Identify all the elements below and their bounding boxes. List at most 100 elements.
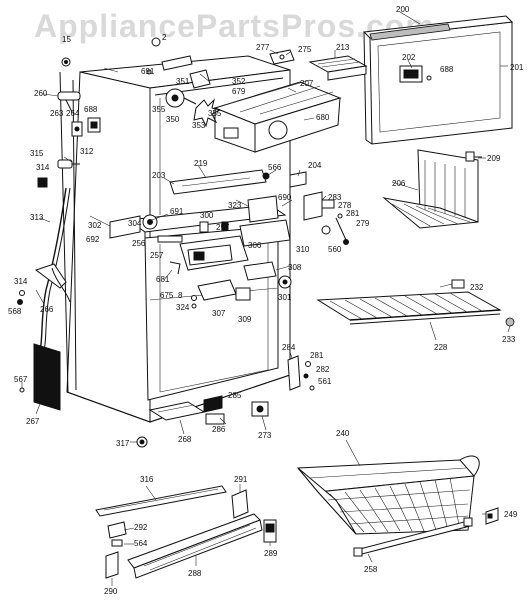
part-label-300: 300 (200, 211, 214, 220)
part-label-314-top: 314 (36, 163, 50, 172)
small-fasteners-top (61, 37, 161, 75)
part-label-201: 201 (510, 63, 524, 72)
part-label-691-top: 691 (141, 67, 155, 76)
part-label-278: 278 (338, 201, 352, 210)
part-label-692: 692 (86, 235, 100, 244)
leader-lines (21, 11, 511, 586)
part-label-675: 675 (160, 291, 174, 300)
part-label-263: 263 (50, 109, 64, 118)
part-number-labels: 200 201 202 688 209 213 275 277 2 15 691… (8, 5, 524, 596)
hinge-bracket-283 (303, 191, 349, 245)
part-label-350: 350 (166, 115, 180, 124)
freezer-door-201 (362, 15, 514, 145)
part-label-260: 260 (34, 89, 48, 98)
part-label-279: 279 (356, 219, 370, 228)
part-label-219: 219 (194, 159, 208, 168)
part-label-309: 309 (238, 315, 252, 324)
freezer-interior (149, 90, 161, 218)
part-label-257-b: 257 (150, 251, 164, 260)
part-label-560: 560 (328, 245, 342, 254)
part-label-213: 213 (336, 43, 350, 52)
part-label-323: 323 (228, 201, 242, 210)
part-label-355-a: 355 (152, 105, 166, 114)
part-label-281-b: 281 (310, 351, 324, 360)
part-label-207: 207 (300, 79, 314, 88)
part-label-258: 258 (364, 565, 378, 574)
part-label-353: 353 (192, 121, 206, 130)
small-bottom-parts (105, 489, 277, 579)
part-label-302: 302 (88, 221, 102, 230)
part-label-568: 568 (8, 307, 22, 316)
part-label-273: 273 (258, 431, 272, 440)
part-label-310: 310 (296, 245, 310, 254)
part-label-2: 2 (162, 33, 167, 42)
part-label-266: 266 (40, 305, 54, 314)
part-label-679: 679 (232, 87, 246, 96)
clip-209 (465, 151, 482, 162)
part-label-567: 567 (14, 375, 28, 384)
part-label-316: 316 (140, 475, 154, 484)
part-label-324: 324 (176, 303, 190, 312)
rail-258 (353, 517, 473, 557)
ice-tray-213 (308, 55, 368, 81)
shelf-support-232 (451, 279, 465, 289)
part-label-688: 688 (84, 105, 98, 114)
part-label-267: 267 (26, 417, 40, 426)
part-label-307: 307 (212, 309, 226, 318)
part-label-285: 285 (228, 391, 242, 400)
part-label-283: 283 (328, 193, 342, 202)
part-label-301: 301 (278, 293, 292, 302)
mullion-and-controls (109, 169, 307, 309)
part-label-351: 351 (176, 77, 190, 86)
part-label-290: 290 (104, 587, 118, 596)
part-label-200: 200 (396, 5, 410, 14)
part-label-681: 681 (156, 275, 170, 284)
clip-249 (485, 507, 499, 525)
part-label-286: 286 (212, 425, 226, 434)
part-label-691: 691 (170, 207, 184, 216)
bracket-284 (287, 355, 315, 391)
part-label-352: 352 (232, 77, 246, 86)
toe-grille-288 (127, 513, 263, 579)
part-label-233: 233 (502, 335, 516, 344)
part-label-680: 680 (316, 113, 330, 122)
part-label-204: 204 (308, 161, 322, 170)
part-label-232: 232 (470, 283, 484, 292)
shelf-bumper-233 (505, 317, 515, 327)
part-label-355-b: 355 (208, 109, 222, 118)
ice-maker-207 (213, 79, 342, 153)
part-label-308: 308 (288, 263, 302, 272)
part-label-203: 203 (152, 171, 166, 180)
part-label-277: 277 (256, 43, 270, 52)
part-label-281: 281 (346, 209, 360, 218)
part-label-312: 312 (80, 147, 94, 156)
part-label-288: 288 (188, 569, 202, 578)
base-components (136, 395, 269, 448)
part-label-249: 249 (504, 510, 518, 519)
part-label-257-a: 257 (216, 223, 230, 232)
part-label-315: 315 (30, 149, 44, 158)
part-label-317: 317 (116, 439, 130, 448)
part-label-561: 561 (318, 377, 332, 386)
part-label-688-door: 688 (440, 65, 454, 74)
part-label-228: 228 (434, 343, 448, 352)
wire-basket-240 (296, 455, 480, 535)
part-label-292: 292 (134, 523, 148, 532)
part-label-690: 690 (278, 193, 292, 202)
part-label-275: 275 (298, 45, 312, 54)
fan-motor-assembly (161, 55, 222, 128)
part-label-282: 282 (316, 365, 330, 374)
part-label-313: 313 (30, 213, 44, 222)
part-label-304: 304 (128, 219, 142, 228)
watermark: AppliancePartsPros.com (34, 8, 435, 44)
part-label-209: 209 (487, 154, 501, 163)
part-label-256: 256 (132, 239, 146, 248)
part-label-264: 264 (66, 109, 80, 118)
part-label-564: 564 (134, 539, 148, 548)
part-label-314: 314 (14, 277, 28, 286)
part-label-289: 289 (264, 549, 278, 558)
part-label-8: 8 (178, 291, 183, 300)
part-label-15: 15 (62, 35, 71, 44)
part-label-240: 240 (336, 429, 350, 438)
